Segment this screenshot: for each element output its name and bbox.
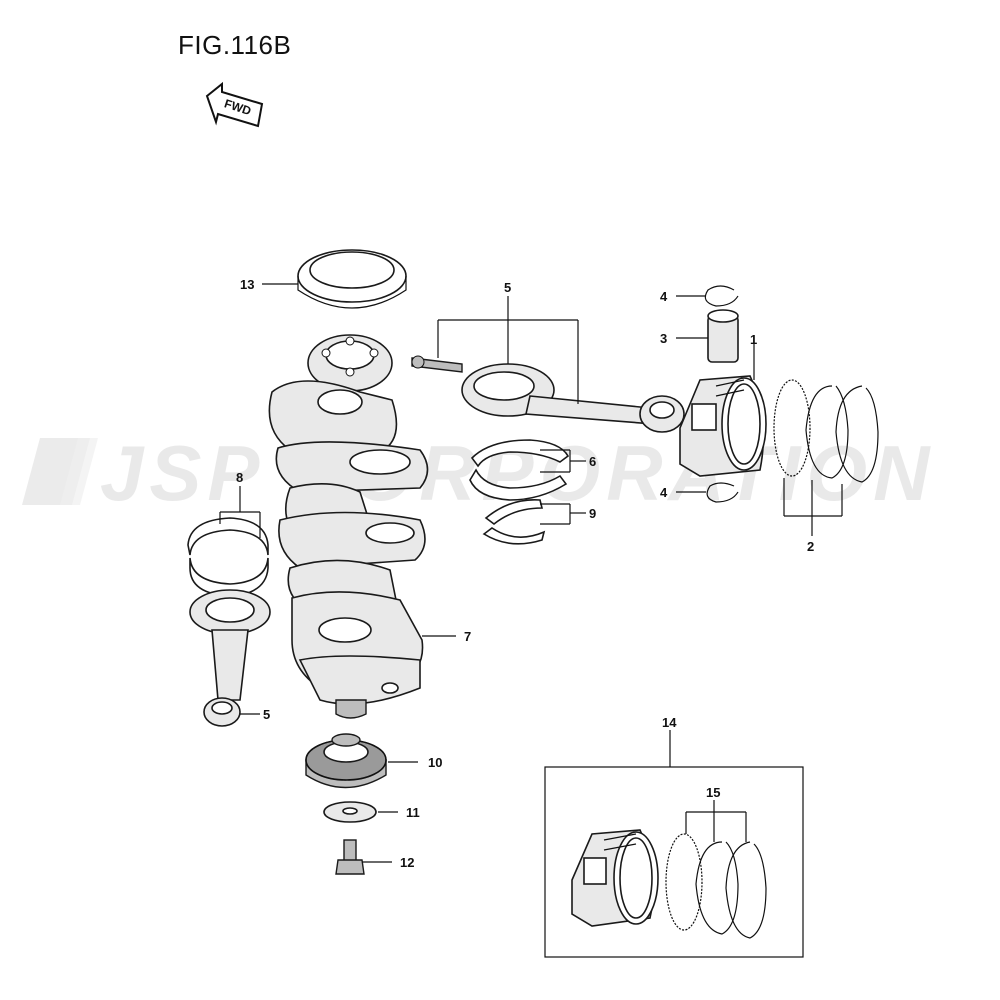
part-9-thrust-washer (482, 499, 546, 545)
callout-3: 3 (660, 331, 667, 346)
part-13-oil-seal (297, 249, 407, 309)
callout-14: 14 (662, 715, 677, 730)
part-12-bolt (335, 839, 365, 875)
watermark: JSP CORPORATION (22, 429, 929, 517)
part-14-assembly-box (544, 766, 804, 958)
callout-2: 2 (807, 539, 814, 554)
callout-10: 10 (428, 755, 442, 770)
part-15-piston-rings (665, 833, 767, 939)
part-8-main-bearing (187, 517, 269, 597)
callout-5-left: 5 (263, 707, 270, 722)
callout-5-top: 5 (504, 280, 511, 295)
callout-8: 8 (236, 470, 243, 485)
callout-11: 11 (406, 805, 420, 820)
part-10-crank-gear (305, 733, 387, 789)
part-5-connecting-rod-left (189, 589, 271, 727)
part-14-piston-assembly (571, 829, 659, 927)
callout-12: 12 (400, 855, 414, 870)
forward-arrow-icon: FWD (205, 81, 264, 128)
part-2-piston-rings (773, 379, 879, 483)
part-3-piston-pin (707, 309, 739, 363)
callout-13: 13 (240, 277, 254, 292)
callout-4-bottom: 4 (660, 485, 668, 500)
part-11-washer (323, 801, 377, 823)
part-4-circlip-bottom (706, 482, 739, 503)
figure-title: FIG.116B (178, 30, 292, 60)
part-5-connecting-rod-top (411, 355, 685, 433)
part-4-circlip-top (704, 285, 739, 307)
part-1-piston (679, 375, 767, 477)
callout-1: 1 (750, 332, 757, 347)
callout-7: 7 (464, 629, 471, 644)
part-6-rod-bearing (469, 439, 570, 501)
callout-4-top: 4 (660, 289, 668, 304)
part-7-crankshaft (268, 334, 429, 719)
callout-6: 6 (589, 454, 596, 469)
callout-9: 9 (589, 506, 596, 521)
callout-15: 15 (706, 785, 720, 800)
